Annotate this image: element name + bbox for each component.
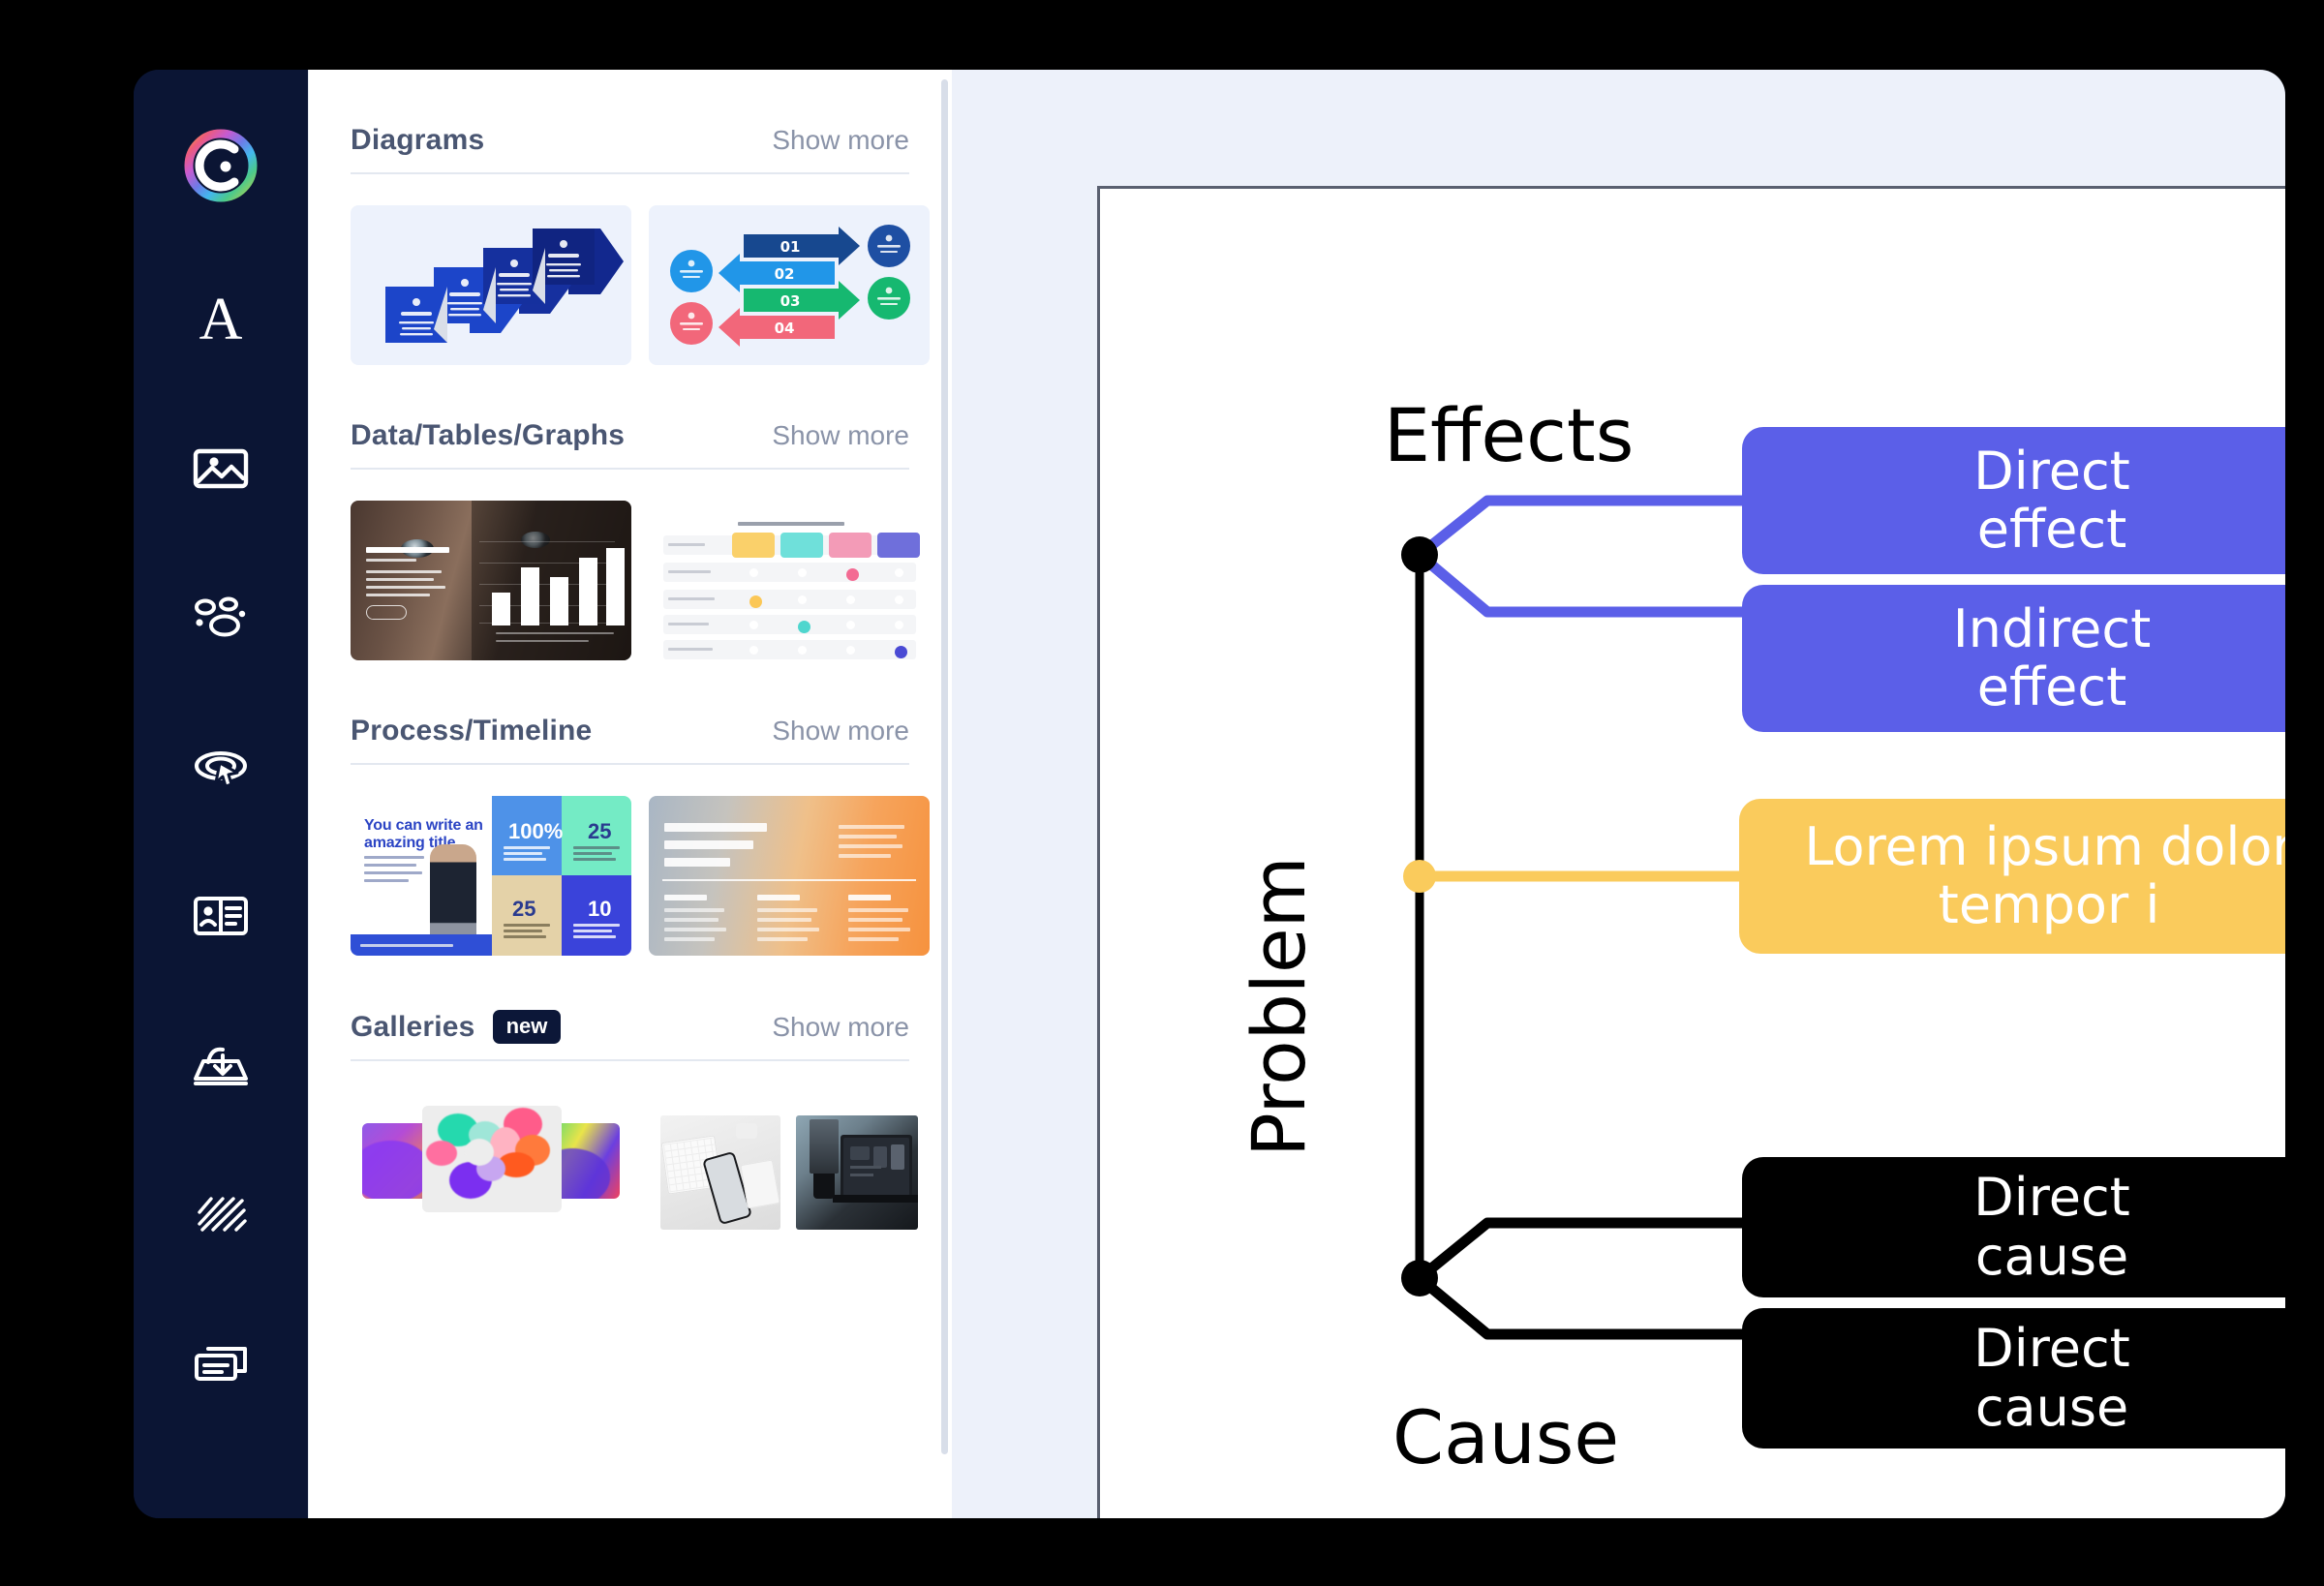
thumbnail-row-galleries bbox=[351, 1092, 930, 1252]
node-line-1: Indirect bbox=[1952, 597, 2152, 659]
node-line-1: Direct bbox=[1973, 1167, 2130, 1229]
section-title: Process/Timeline bbox=[351, 715, 593, 747]
diagram-node-direct-cause-1[interactable]: Direct cause bbox=[1742, 1157, 2285, 1315]
node-line-2: tempor i bbox=[1938, 874, 2160, 935]
thumbnail-abstract-blob-gallery[interactable] bbox=[351, 1092, 631, 1252]
thumbnail-device-photo-gallery[interactable] bbox=[649, 1092, 930, 1252]
sidebar-item-images[interactable] bbox=[168, 416, 273, 521]
node-line-2: cause bbox=[1974, 1225, 2129, 1287]
thumbnail-photo-bar-chart[interactable] bbox=[351, 501, 631, 660]
graphics-shapes-icon bbox=[192, 595, 250, 640]
section-title: Data/Tables/Graphs bbox=[351, 419, 626, 451]
diagram-label-problem: Problem bbox=[1236, 856, 1322, 1157]
background-pattern-icon bbox=[194, 1193, 248, 1235]
node-line-1: Direct bbox=[1973, 440, 2130, 502]
image-icon bbox=[193, 445, 249, 492]
app-logo[interactable] bbox=[179, 124, 262, 207]
diagram-label-effects: Effects bbox=[1384, 392, 1635, 478]
section-diagrams: Diagrams Show more bbox=[351, 124, 909, 174]
sidebar-item-import[interactable] bbox=[168, 1013, 273, 1117]
panel-scrollbar[interactable] bbox=[941, 79, 948, 1454]
thumbnail-comparison-table[interactable] bbox=[649, 501, 930, 660]
show-more-galleries[interactable]: Show more bbox=[772, 1011, 909, 1042]
section-process-timeline: Process/Timeline Show more bbox=[351, 715, 909, 765]
sidebar-item-text[interactable]: A bbox=[168, 267, 273, 372]
thumbnail-row-diagrams: 01 02 03 04 bbox=[351, 205, 930, 365]
interactive-cursor-icon bbox=[192, 743, 250, 791]
section-header: Data/Tables/Graphs Show more bbox=[351, 419, 909, 470]
section-header: Process/Timeline Show more bbox=[351, 715, 909, 765]
svg-text:01: 01 bbox=[780, 238, 801, 256]
node-line-2: effect bbox=[1976, 499, 2127, 560]
panel-left-divider bbox=[308, 70, 309, 1518]
sidebar-item-resources[interactable] bbox=[168, 864, 273, 968]
editor-workspace[interactable]: Effects Problem Cause Direct effect Indi… bbox=[952, 70, 2285, 1518]
left-toolbar: A bbox=[134, 70, 308, 1518]
sidebar-item-interactive[interactable] bbox=[168, 715, 273, 819]
node-line-1: Lorem ipsum dolor bbox=[1804, 815, 2285, 877]
slide-canvas[interactable]: Effects Problem Cause Direct effect Indi… bbox=[1097, 186, 2285, 1518]
status-badge: new bbox=[492, 1010, 562, 1044]
show-more-diagrams[interactable]: Show more bbox=[772, 125, 909, 155]
import-tray-icon bbox=[192, 1042, 250, 1088]
template-library-panel[interactable]: Diagrams Show more bbox=[308, 70, 952, 1518]
diagram-node-direct-effect[interactable]: Direct effect bbox=[1742, 427, 2285, 592]
node-line-2: cause bbox=[1974, 1376, 2129, 1438]
sidebar-item-pages[interactable] bbox=[168, 1311, 273, 1416]
section-header: Galleries new Show more bbox=[351, 1010, 909, 1061]
resource-card-icon bbox=[193, 895, 249, 937]
thumbnail-bidirectional-arrow-diagram[interactable]: 01 02 03 04 bbox=[649, 205, 930, 365]
application-window: A bbox=[134, 70, 2285, 1518]
node-line-2: effect bbox=[1976, 656, 2127, 717]
thumbnail-row-data bbox=[351, 501, 930, 660]
thumbnail-stepped-arrow-diagram[interactable] bbox=[351, 205, 631, 365]
section-data-tables-graphs: Data/Tables/Graphs Show more bbox=[351, 419, 909, 470]
sidebar-item-graphics[interactable] bbox=[168, 565, 273, 670]
section-title: Diagrams bbox=[351, 124, 485, 156]
diagram-label-cause: Cause bbox=[1392, 1394, 1620, 1480]
section-title: Galleries bbox=[351, 1010, 475, 1043]
show-more-data-tables-graphs[interactable]: Show more bbox=[772, 420, 909, 450]
diagram-node-problem[interactable]: Lorem ipsum dolor tempor i bbox=[1739, 799, 2285, 971]
diagram-node-direct-cause-2[interactable]: Direct cause bbox=[1742, 1308, 2285, 1466]
section-header: Diagrams Show more bbox=[351, 124, 909, 174]
sidebar-item-background[interactable] bbox=[168, 1162, 273, 1266]
svg-text:03: 03 bbox=[780, 292, 801, 310]
section-galleries: Galleries new Show more bbox=[351, 1010, 909, 1061]
show-more-process-timeline[interactable]: Show more bbox=[772, 716, 909, 746]
svg-text:04: 04 bbox=[775, 320, 795, 337]
thumbnail-gradient-three-columns[interactable] bbox=[649, 796, 930, 956]
diagram-node-indirect-effect[interactable]: Indirect effect bbox=[1742, 585, 2285, 749]
pages-stack-icon bbox=[193, 1342, 249, 1385]
svg-text:02: 02 bbox=[775, 265, 795, 283]
text-a-icon: A bbox=[199, 287, 243, 352]
node-line-1: Direct bbox=[1973, 1318, 2130, 1380]
